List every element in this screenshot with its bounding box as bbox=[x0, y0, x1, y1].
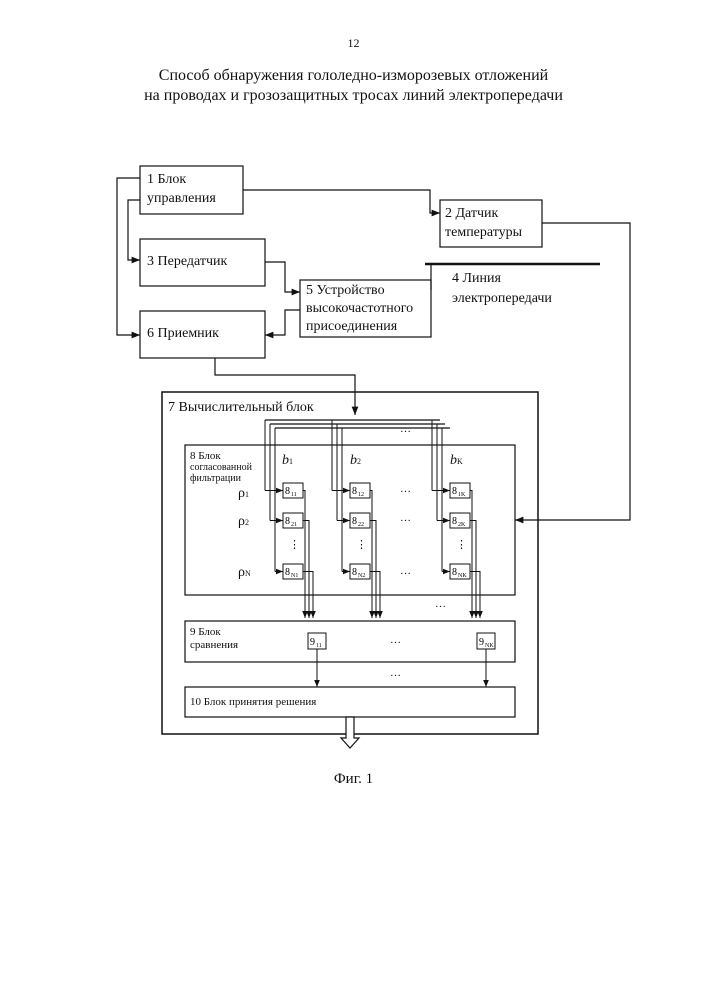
temp-label-1: 2 Датчик bbox=[445, 207, 498, 221]
compare-label-1: 9 Блок bbox=[190, 627, 221, 638]
powerline-label-2: электропередачи bbox=[452, 292, 552, 306]
filter-cell-sub: N2 bbox=[358, 573, 365, 579]
filter-cell-sub: 2K bbox=[458, 522, 466, 528]
filter-label-3: фильтрации bbox=[190, 474, 241, 484]
rho2-label: ρ2 bbox=[238, 515, 249, 529]
compute-block-box bbox=[162, 392, 538, 734]
compare-cell-sub: NK bbox=[485, 643, 494, 649]
filter-cell-sub: 22 bbox=[358, 522, 364, 528]
filter-cell-label: 8 bbox=[352, 567, 357, 578]
filter-output-line bbox=[470, 521, 476, 619]
row2-ellipsis: … bbox=[400, 513, 411, 524]
filter-output-line bbox=[370, 521, 376, 619]
filter-output-line bbox=[303, 491, 305, 619]
row1-ellipsis: … bbox=[400, 484, 411, 495]
bus-ellipsis: … bbox=[400, 424, 411, 435]
receiver-label: 6 Приемник bbox=[147, 327, 219, 341]
colK-vellipsis: ⋮ bbox=[456, 540, 467, 551]
output-arrow bbox=[341, 717, 359, 748]
b2-label: b2 bbox=[350, 454, 361, 468]
hf-label-2: высокочастотного bbox=[306, 302, 413, 316]
rhoN-label: ρN bbox=[238, 566, 251, 580]
filter-cell-label: 8 bbox=[452, 567, 457, 578]
filter-output-line bbox=[303, 521, 309, 619]
filter-cell-sub: 11 bbox=[291, 492, 297, 498]
temp-label-2: температуры bbox=[445, 226, 522, 240]
filter-cell-sub: 12 bbox=[358, 492, 364, 498]
filter-cell-sub: 1K bbox=[458, 492, 466, 498]
compare-cell-sub: 11 bbox=[316, 643, 322, 649]
col1-vellipsis: ⋮ bbox=[289, 540, 300, 551]
filter-cell-label: 8 bbox=[452, 486, 457, 497]
filter-output-line bbox=[370, 491, 372, 619]
compare-ellipsis: … bbox=[390, 635, 401, 646]
filter-cell-sub: 21 bbox=[291, 522, 297, 528]
compute-label: 7 Вычислительный блок bbox=[168, 401, 314, 415]
filter-cell-label: 8 bbox=[452, 516, 457, 527]
filter-cell-label: 8 bbox=[352, 516, 357, 527]
filter-cell-sub: N1 bbox=[291, 573, 298, 579]
output-ellipsis: … bbox=[435, 599, 446, 610]
decision-label: 10 Блок принятия решения bbox=[190, 697, 316, 708]
rho1-label: ρ1 bbox=[238, 487, 249, 501]
filter-cell-label: 8 bbox=[285, 567, 290, 578]
filter-cell-sub: NK bbox=[458, 573, 467, 579]
col2-vellipsis: ⋮ bbox=[356, 540, 367, 551]
filter-cell-label: 8 bbox=[285, 486, 290, 497]
control-label-1: 1 Блок bbox=[147, 173, 186, 187]
b1-label: b1 bbox=[282, 454, 293, 468]
filter-cell-label: 8 bbox=[352, 486, 357, 497]
filter-label-1: 8 Блок bbox=[190, 451, 221, 462]
hf-label-3: присоединения bbox=[306, 320, 397, 334]
rowN-ellipsis: … bbox=[400, 566, 411, 577]
filter-cell-label: 8 bbox=[285, 516, 290, 527]
powerline-label-1: 4 Линия bbox=[452, 272, 501, 286]
bk-label: bK bbox=[450, 454, 463, 468]
control-label-2: управления bbox=[147, 192, 216, 206]
transmitter-label: 3 Передатчик bbox=[147, 255, 227, 269]
compare-label-2: сравнения bbox=[190, 640, 238, 651]
compare-cell-label: 9 bbox=[479, 637, 484, 648]
filter-output-line bbox=[470, 491, 472, 619]
decision-ellipsis: … bbox=[390, 668, 401, 679]
hf-label-1: 5 Устройство bbox=[306, 284, 385, 298]
figure-caption: Фиг. 1 bbox=[0, 772, 707, 787]
compare-cell-label: 9 bbox=[310, 637, 315, 648]
filter-label-2: согласованной bbox=[190, 463, 252, 473]
